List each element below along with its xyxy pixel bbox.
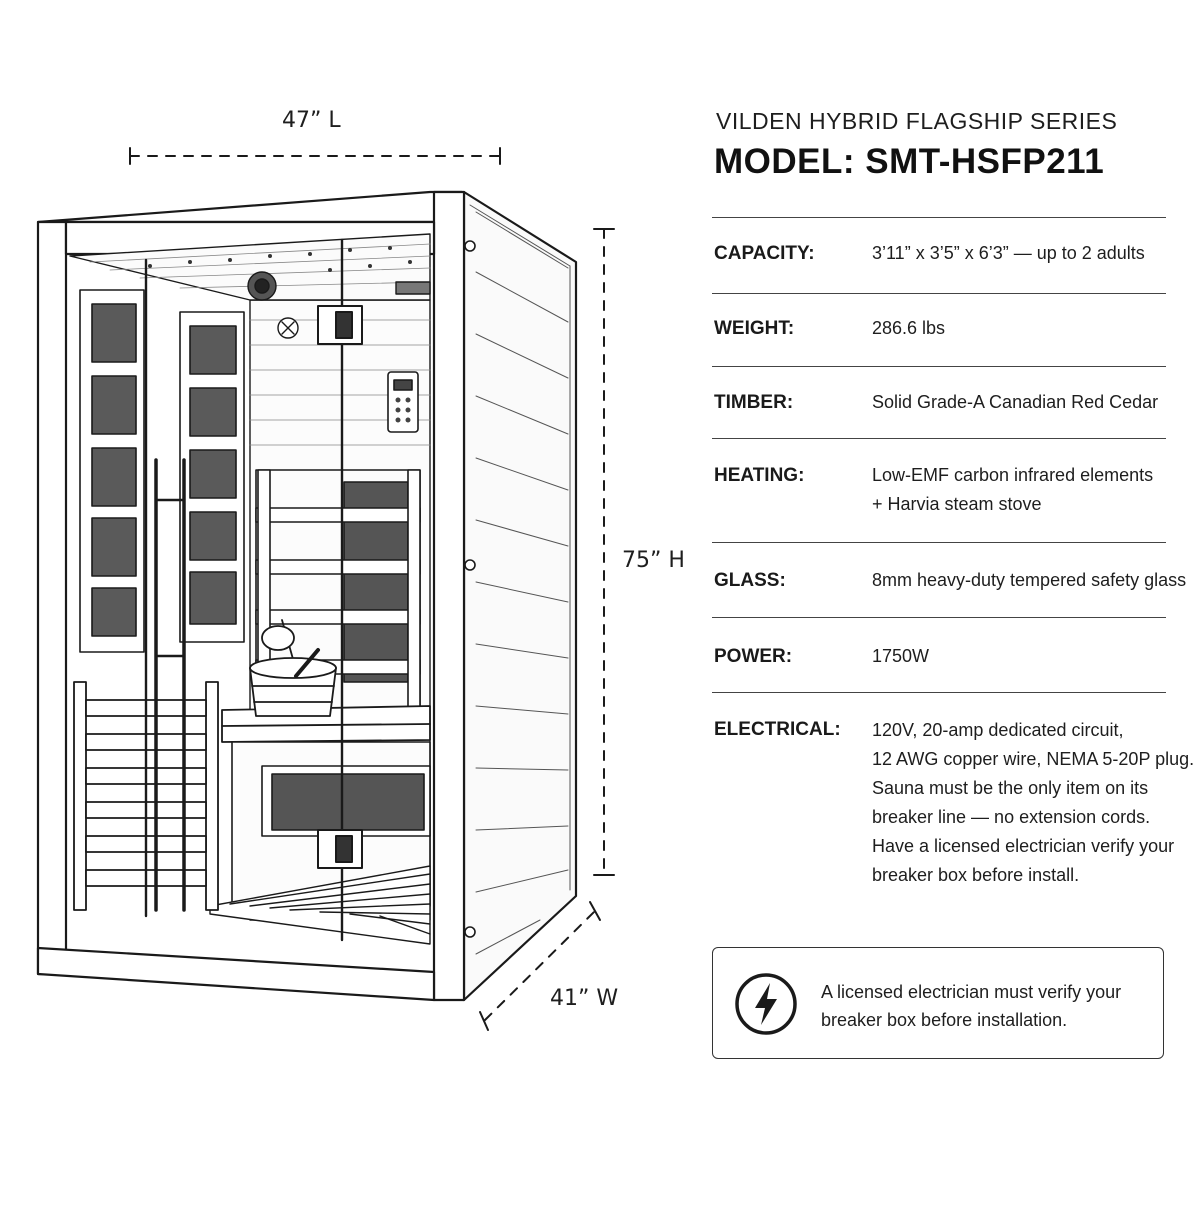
width-dimension-line xyxy=(479,901,601,1031)
length-dimension-label: 47” L xyxy=(282,108,341,133)
notice-text: A licensed electrician must verify your … xyxy=(821,982,1122,1030)
divider xyxy=(712,217,1166,218)
divider xyxy=(712,692,1166,693)
divider xyxy=(712,438,1166,439)
height-dimension-label: 75” H xyxy=(622,548,685,573)
hinge-pins xyxy=(464,240,476,938)
spec-value-weight: 286.6 lbs xyxy=(872,318,946,338)
divider xyxy=(712,617,1166,618)
bucket-and-ladle xyxy=(249,619,337,717)
spec-value-capacity: 3’11” x 3’5” x 6’3” — up to 2 adults xyxy=(872,243,1145,263)
divider xyxy=(712,542,1166,543)
spec-value-heating: Low-EMF carbon infrared elements + Harvi… xyxy=(872,465,1154,514)
side-panel-planks xyxy=(469,204,571,955)
sauna-illustration: 47” L 75” H 41” W xyxy=(36,108,685,1031)
model-number: MODEL: SMT-HSFP211 xyxy=(714,142,1105,181)
height-dimension-line xyxy=(593,228,615,876)
spec-label-capacity: CAPACITY: xyxy=(714,243,815,264)
spec-value-timber: Solid Grade-A Canadian Red Cedar xyxy=(872,392,1159,412)
spec-label-timber: TIMBER: xyxy=(714,392,794,413)
spec-label-electrical: ELECTRICAL: xyxy=(714,719,841,740)
back-wall-heater xyxy=(255,469,421,717)
length-dimension-line xyxy=(129,147,501,165)
spec-value-glass: 8mm heavy-duty tempered safety glass xyxy=(872,570,1187,590)
ceiling xyxy=(69,233,431,339)
left-wall-heater-panels xyxy=(79,289,245,653)
spec-label-heating: HEATING: xyxy=(714,465,805,486)
width-dimension-label: 41” W xyxy=(550,986,619,1011)
glass-door xyxy=(144,238,344,942)
spec-label-power: POWER: xyxy=(714,646,793,667)
spec-value-electrical: 120V, 20-amp dedicated circuit, 12 AWG c… xyxy=(872,720,1195,885)
electrician-notice: A licensed electrician must verify your … xyxy=(712,947,1164,1059)
series-title: VILDEN HYBRID FLAGSHIP SERIES xyxy=(716,108,1118,134)
control-panel xyxy=(387,371,419,433)
divider xyxy=(712,293,1166,294)
door-hinges xyxy=(317,305,363,869)
spec-value-power: 1750W xyxy=(872,646,930,666)
spec-label-weight: WEIGHT: xyxy=(714,318,795,339)
spec-label-glass: GLASS: xyxy=(714,570,786,591)
floor-slats xyxy=(209,865,431,945)
sauna-cabinet xyxy=(36,190,578,1002)
divider xyxy=(712,366,1166,367)
lightning-bolt-icon xyxy=(733,971,799,1037)
